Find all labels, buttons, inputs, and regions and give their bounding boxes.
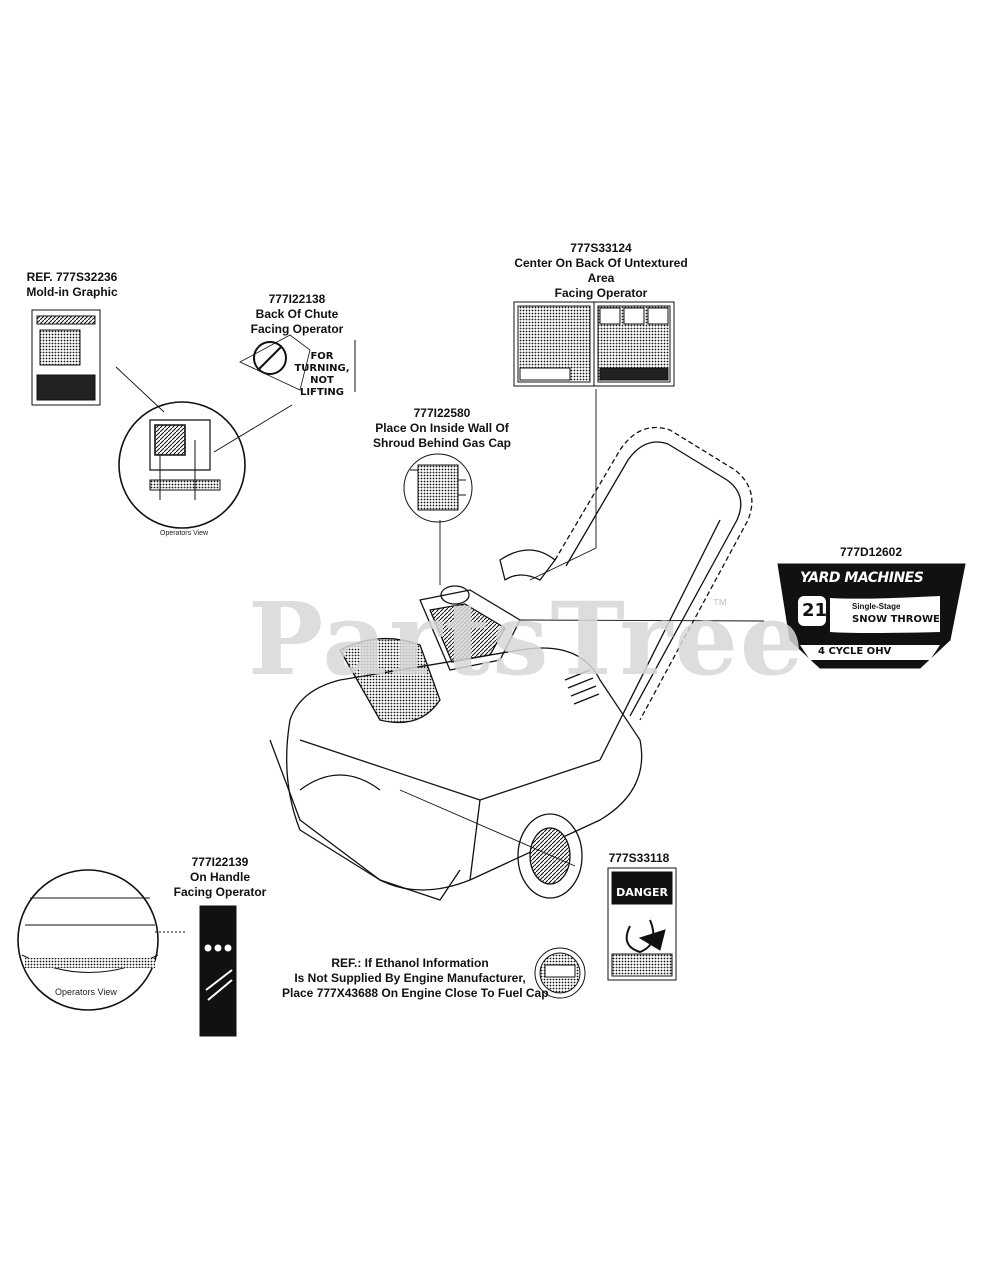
callout-777i22139: 777I22139 On Handle Facing Operator <box>160 855 280 900</box>
brand-decal-product: SNOW THROWER <box>852 614 948 625</box>
callout-line: 777S33124 <box>570 241 632 255</box>
trademark-mark: ™ <box>712 597 728 614</box>
callout-line: On Handle <box>189 870 250 884</box>
brand-decal-name: YARD MACHINES <box>800 570 924 586</box>
callout-777s33118: 777S33118 <box>594 851 684 866</box>
callout-line: 777S33118 <box>608 851 670 865</box>
callout-line: Facing Operator <box>173 885 267 899</box>
callout-777i22580: 777I22580 Place On Inside Wall Of Shroud… <box>362 406 522 451</box>
callout-ethanol-ref: REF.: If Ethanol Information Is Not Supp… <box>282 956 549 1001</box>
watermark: PartsTree <box>248 580 806 698</box>
operators-view-caption-large: Operators View <box>55 987 117 997</box>
operators-view-caption-small: Operators View <box>160 530 209 537</box>
callout-line: Mold-in Graphic <box>26 285 118 299</box>
callout-line: 777I22139 <box>191 855 249 869</box>
chute-decal-text: FOR TURNING, NOT LIFTING <box>290 351 354 399</box>
chute-decal-line1: FOR TURNING, <box>294 351 350 374</box>
callout-line: Area <box>587 271 615 285</box>
callout-line: 777I22580 <box>413 406 471 420</box>
chute-decal-line2: NOT LIFTING <box>299 375 345 398</box>
callout-777s33124: 777S33124 Center On Back Of Untextured A… <box>506 241 696 301</box>
callout-line: Place On Inside Wall Of <box>375 421 509 435</box>
callout-line: Facing Operator <box>554 286 648 300</box>
callout-line: Is Not Supplied By Engine Manufacturer, <box>294 971 526 985</box>
callout-line: Shroud Behind Gas Cap <box>372 436 511 450</box>
callout-777d12602: 777D12602 <box>826 545 916 560</box>
callout-line: Place 777X43688 On Engine Close To Fuel … <box>282 986 549 1000</box>
callout-line: REF. 777S32236 <box>26 270 118 284</box>
callout-line: REF.: If Ethanol Information <box>331 956 489 970</box>
danger-decal-header: DANGER <box>616 886 668 899</box>
callout-line: Back Of Chute <box>255 307 339 321</box>
callout-line: 777I22138 <box>268 292 326 306</box>
callout-line: 777D12602 <box>839 545 903 559</box>
callout-line: Facing Operator <box>250 322 344 336</box>
callout-ref-777s32236: REF. 777S32236 Mold-in Graphic <box>12 270 132 300</box>
brand-decal-engine-size: 21 <box>802 600 828 621</box>
callout-777i22138: 777I22138 Back Of Chute Facing Operator <box>232 292 362 337</box>
brand-decal-stage: Single-Stage <box>852 602 901 611</box>
callout-line: Center On Back Of Untextured <box>514 256 688 270</box>
brand-decal-cycle: 4 CYCLE OHV <box>818 646 892 657</box>
